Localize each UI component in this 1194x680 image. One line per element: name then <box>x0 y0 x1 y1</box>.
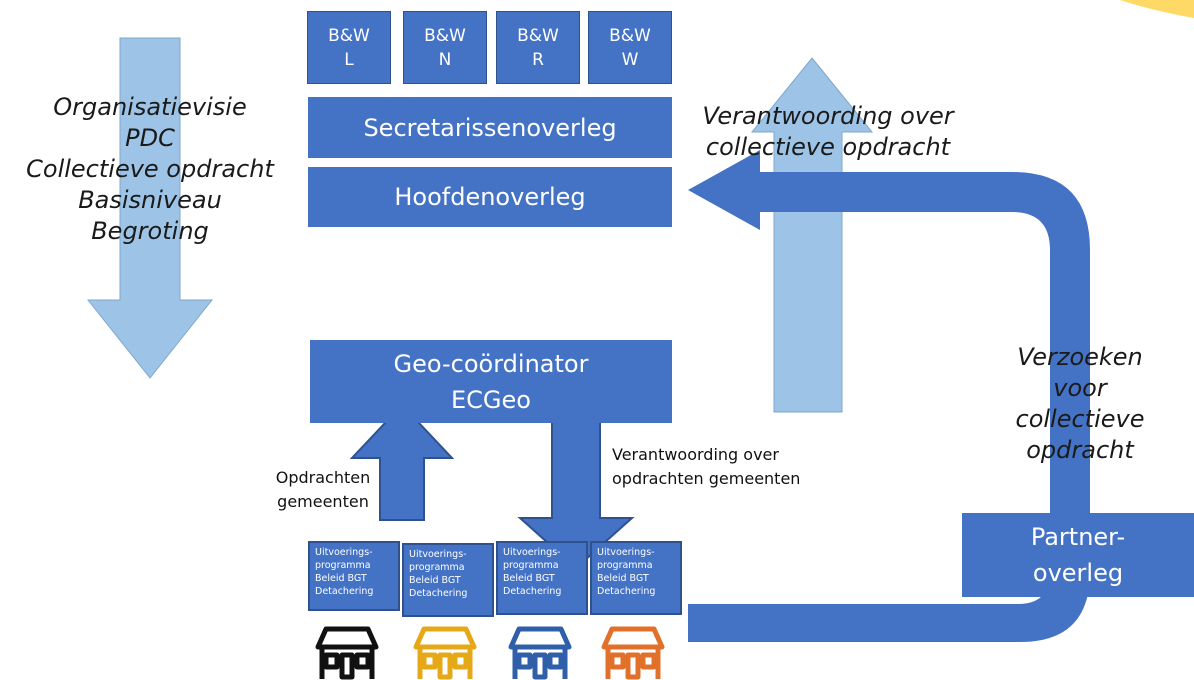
bw-label: B&W N <box>424 25 466 70</box>
bw-box-n: B&W N <box>403 11 487 84</box>
program-box: Uitvoerings- programma Beleid BGT Detach… <box>308 541 400 611</box>
up-arrow <box>349 403 455 521</box>
partner-overleg-label: Partner- overleg <box>1030 523 1126 587</box>
bw-box-w: B&W W <box>588 11 672 84</box>
hoofdenoverleg-box: Hoofdenoverleg <box>308 167 672 227</box>
house-icon <box>413 626 477 680</box>
secretarissenoverleg-box: Secretarissenoverleg <box>308 97 672 158</box>
partner-overleg-box: Partner- overleg <box>962 513 1194 597</box>
verantwoording-opdrachten-text: Verantwoording over opdrachten gemeenten <box>612 445 801 488</box>
secretarissenoverleg-label: Secretarissenoverleg <box>363 113 617 142</box>
house-icon <box>508 626 572 680</box>
bw-label: B&W R <box>517 25 559 70</box>
bw-box-r: B&W R <box>496 11 580 84</box>
left-vision-text: Organisatievisie PDC Collectieve opdrach… <box>26 93 274 245</box>
verzoeken-text: Verzoeken voor collectieve opdracht <box>1015 343 1145 464</box>
program-box: Uitvoerings- programma Beleid BGT Detach… <box>402 543 494 617</box>
hoofdenoverleg-label: Hoofdenoverleg <box>394 183 586 211</box>
bw-label: B&W W <box>609 25 651 70</box>
left-down-arrow <box>86 37 214 379</box>
opdrachten-gemeenten-text: Opdrachten gemeenten <box>275 468 371 511</box>
bw-box-l: B&W L <box>307 11 391 84</box>
verantwoording-collectief-text: Verantwoording over collectieve opdracht <box>702 102 954 161</box>
corner-accent <box>1120 0 1194 18</box>
house-icon <box>315 626 379 680</box>
right-up-arrow <box>750 57 874 413</box>
program-box: Uitvoerings- programma Beleid BGT Detach… <box>496 541 588 615</box>
geo-coordinator-label: Geo-coördinator ECGeo <box>393 349 589 414</box>
program-box: Uitvoerings- programma Beleid BGT Detach… <box>590 541 682 615</box>
geo-coordinator-box: Geo-coördinator ECGeo <box>310 340 672 423</box>
house-icon <box>601 626 665 680</box>
bw-label: B&W L <box>328 25 370 70</box>
